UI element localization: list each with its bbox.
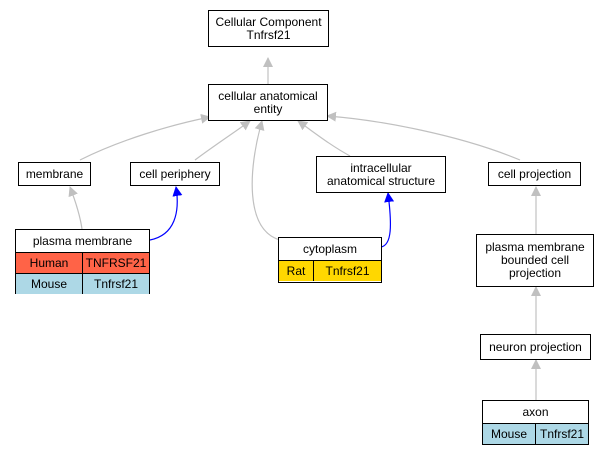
node-label: Cellular Component Tnfrsf21 bbox=[215, 14, 322, 42]
species-cell: Mouse bbox=[490, 427, 528, 441]
node-label: plasma membrane bounded cell projection bbox=[485, 240, 585, 280]
node-cell-projection[interactable]: cell projection bbox=[488, 162, 581, 186]
node-neuron-projection[interactable]: neuron projection bbox=[480, 334, 591, 360]
node-intracellular-anatomical-structure[interactable]: intracellular anatomical structure bbox=[316, 156, 446, 193]
node-label: cell periphery bbox=[139, 166, 211, 181]
species-cell: Rat bbox=[286, 264, 306, 278]
edge-cytoplasm-cae bbox=[251, 120, 281, 241]
node-label: intracellular anatomical structure bbox=[326, 160, 436, 188]
annotation-row-human: Human TNFRSF21 bbox=[16, 252, 149, 273]
node-label: cell projection bbox=[497, 166, 572, 181]
edge-pm-membrane bbox=[68, 186, 83, 230]
node-cytoplasm[interactable]: cytoplasm Rat Tnfrsf21 bbox=[278, 237, 382, 283]
node-cellular-component[interactable]: Cellular Component Tnfrsf21 bbox=[208, 10, 329, 47]
node-label: axon bbox=[522, 405, 549, 419]
edge-periphery-cae bbox=[194, 120, 251, 161]
species-cell: Mouse bbox=[30, 277, 68, 291]
annotation-row-mouse: Mouse Tnfrsf21 bbox=[483, 423, 588, 444]
gene-cell: Tnfrsf21 bbox=[313, 261, 381, 281]
node-cell-periphery[interactable]: cell periphery bbox=[130, 162, 220, 186]
node-membrane[interactable]: membrane bbox=[18, 162, 91, 186]
node-label: neuron projection bbox=[489, 339, 582, 354]
node-plasma-membrane[interactable]: plasma membrane Human TNFRSF21 Mouse Tnf… bbox=[15, 229, 150, 294]
gene-cell: Tnfrsf21 bbox=[535, 424, 588, 444]
node-cellular-anatomical-entity[interactable]: cellular anatomical entity bbox=[208, 84, 328, 121]
node-axon[interactable]: axon Mouse Tnfrsf21 bbox=[482, 400, 589, 445]
node-plasma-membrane-bounded-cell-projection[interactable]: plasma membrane bounded cell projection bbox=[476, 234, 594, 287]
node-label: membrane bbox=[25, 166, 84, 181]
node-label: cellular anatomical entity bbox=[218, 88, 318, 116]
edge-cytoplasm-intracellular bbox=[380, 192, 395, 248]
edge-projection-cae bbox=[326, 111, 521, 161]
annotation-row-mouse: Mouse Tnfrsf21 bbox=[16, 273, 149, 294]
gene-cell: Tnfrsf21 bbox=[82, 274, 149, 294]
gene-cell: TNFRSF21 bbox=[82, 253, 149, 273]
species-cell: Human bbox=[29, 256, 69, 270]
annotation-row-rat: Rat Tnfrsf21 bbox=[279, 260, 381, 281]
edge-pm-periphery bbox=[149, 186, 183, 241]
node-label: cytoplasm bbox=[302, 242, 358, 256]
edge-membrane-cae bbox=[79, 113, 211, 161]
edge-intracellular-cae bbox=[297, 120, 351, 157]
node-label: plasma membrane bbox=[32, 234, 133, 248]
